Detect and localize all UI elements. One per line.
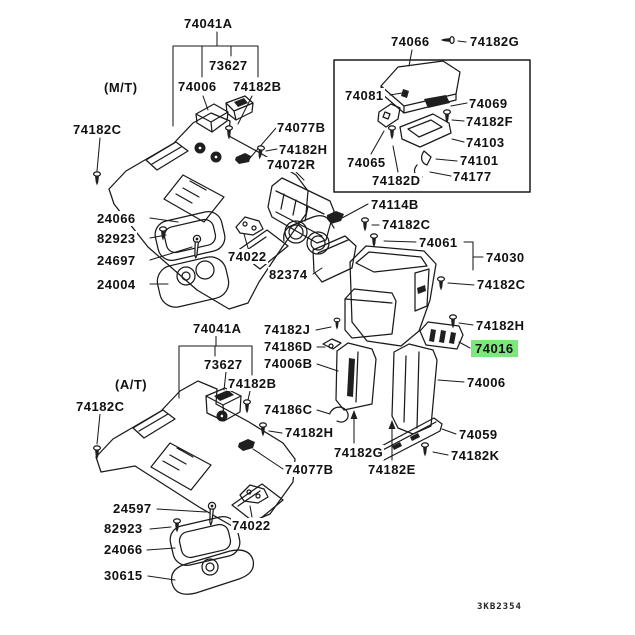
part-label-74103: 74103 xyxy=(465,135,506,150)
part-label-74006b: 74006B xyxy=(263,356,314,371)
mt-boot-parts-drawing xyxy=(154,211,230,308)
part-label-24597: 24597 xyxy=(112,501,153,516)
part-label-30615: 30615 xyxy=(103,568,144,583)
part-label-74022-mt: 74022 xyxy=(227,249,268,264)
leader-lines-rear xyxy=(341,203,484,461)
part-label-74182k: 74182K xyxy=(450,448,501,463)
rear-brackets-drawing xyxy=(335,321,464,461)
part-label-74030: 74030 xyxy=(485,250,526,265)
part-label-74182c-mid1: 74182C xyxy=(381,217,432,232)
part-label-74182c-at: 74182C xyxy=(75,399,126,414)
cupholder-drawing xyxy=(283,211,370,283)
leader-lines-mt xyxy=(96,31,323,285)
part-label-74022-at: 74022 xyxy=(231,518,272,533)
part-label-74069: 74069 xyxy=(468,96,509,111)
part-label-74182c-mt: 74182C xyxy=(72,122,123,137)
part-label-74101: 74101 xyxy=(459,153,500,168)
mt-console-drawing xyxy=(108,112,309,310)
part-label-82374: 82374 xyxy=(268,267,309,282)
mt-hinge-drawing xyxy=(235,216,264,236)
caption-at: (A/T) xyxy=(114,377,149,392)
at-console-drawing xyxy=(95,380,296,527)
part-label-73627-mt: 73627 xyxy=(208,58,249,73)
part-label-74077b-at: 74077B xyxy=(284,462,335,477)
part-label-74061: 74061 xyxy=(418,235,459,250)
part-label-82923-mt: 82923 xyxy=(96,231,137,246)
part-label-74066: 74066 xyxy=(390,34,431,49)
part-label-74186d: 74186D xyxy=(263,339,314,354)
mt-switch-parts-drawing xyxy=(92,95,266,187)
part-label-74081: 74081 xyxy=(344,88,385,103)
part-label-24066-mt: 24066 xyxy=(96,211,137,226)
part-label-74041a-mt: 74041A xyxy=(183,16,234,31)
part-label-74006-mt: 74006 xyxy=(177,79,218,94)
part-label-74182h-mt: 74182H xyxy=(278,142,329,157)
part-label-74182e: 74182E xyxy=(367,462,417,477)
part-label-74182h-mid: 74182H xyxy=(475,318,526,333)
part-label-74182b-mt: 74182B xyxy=(232,79,283,94)
part-label-24066-at: 24066 xyxy=(103,542,144,557)
part-label-74077b-mt: 74077B xyxy=(276,120,327,135)
part-label-73627-at: 73627 xyxy=(203,357,244,372)
part-label-74006-rear: 74006 xyxy=(466,375,507,390)
diagram-code: 3KB2354 xyxy=(477,602,522,612)
at-switch-parts-drawing xyxy=(92,317,349,461)
part-label-74182d: 74182D xyxy=(371,173,422,188)
part-label-74182c-mid2: 74182C xyxy=(476,277,527,292)
caption-mt: (M/T) xyxy=(103,80,139,95)
part-label-74114b: 74114B xyxy=(370,197,420,212)
part-label-74059: 74059 xyxy=(458,427,499,442)
part-label-74072r: 74072R xyxy=(266,157,317,172)
at-boot-parts-drawing xyxy=(169,484,269,595)
part-label-74016-highlighted: 74016 xyxy=(471,340,518,357)
part-label-82923-at: 82923 xyxy=(103,521,144,536)
part-label-24697: 24697 xyxy=(96,253,137,268)
part-label-74182g-top: 74182G xyxy=(469,34,521,49)
part-label-74182h-at: 74182H xyxy=(284,425,335,440)
part-label-74065: 74065 xyxy=(346,155,387,170)
part-label-74182j: 74182J xyxy=(263,322,312,337)
part-label-74182b-at: 74182B xyxy=(227,376,278,391)
part-label-74182g-bottom: 74182G xyxy=(333,445,385,460)
part-label-74041a-at: 74041A xyxy=(192,321,243,336)
part-label-24004: 24004 xyxy=(96,277,137,292)
part-label-74177: 74177 xyxy=(452,169,493,184)
part-label-74182f: 74182F xyxy=(465,114,515,129)
part-label-74186c: 74186C xyxy=(263,402,314,417)
leader-lines-at xyxy=(96,326,339,581)
leader-lines-armrest xyxy=(370,40,468,177)
rear-console-drawing xyxy=(344,233,458,347)
